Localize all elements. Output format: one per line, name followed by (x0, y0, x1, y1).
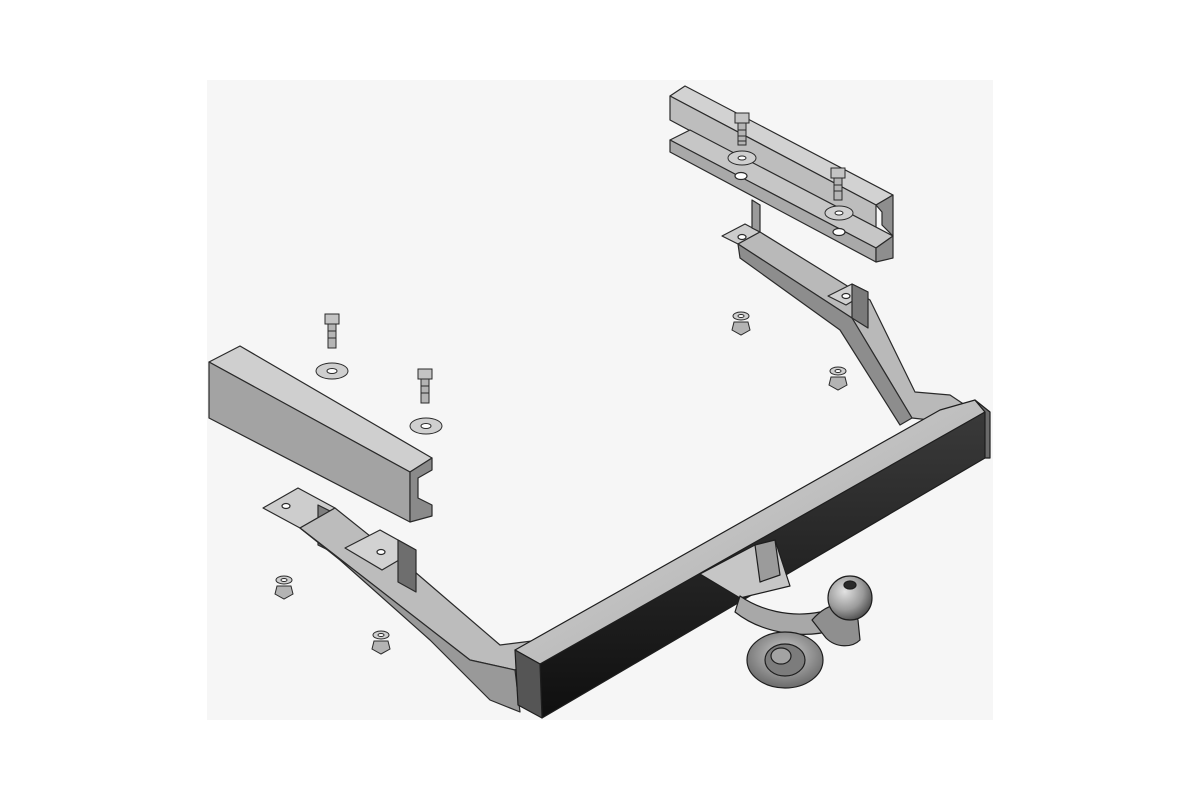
rail-hole (734, 171, 748, 181)
washer (727, 150, 757, 166)
nut (371, 630, 391, 655)
nut (731, 311, 751, 336)
washer (409, 417, 443, 435)
rail-hole (832, 227, 846, 237)
bolt (734, 112, 750, 146)
nut (274, 575, 294, 600)
bolt (417, 368, 433, 404)
washer (315, 362, 349, 380)
washer (824, 205, 854, 221)
right-arm (721, 199, 966, 426)
bolt (324, 313, 340, 349)
left-arm (262, 487, 541, 713)
bolt (830, 167, 846, 201)
left-frame-rail (208, 345, 433, 523)
nut (828, 366, 848, 391)
right-frame-rail (669, 85, 894, 263)
tow-ball (699, 539, 873, 689)
